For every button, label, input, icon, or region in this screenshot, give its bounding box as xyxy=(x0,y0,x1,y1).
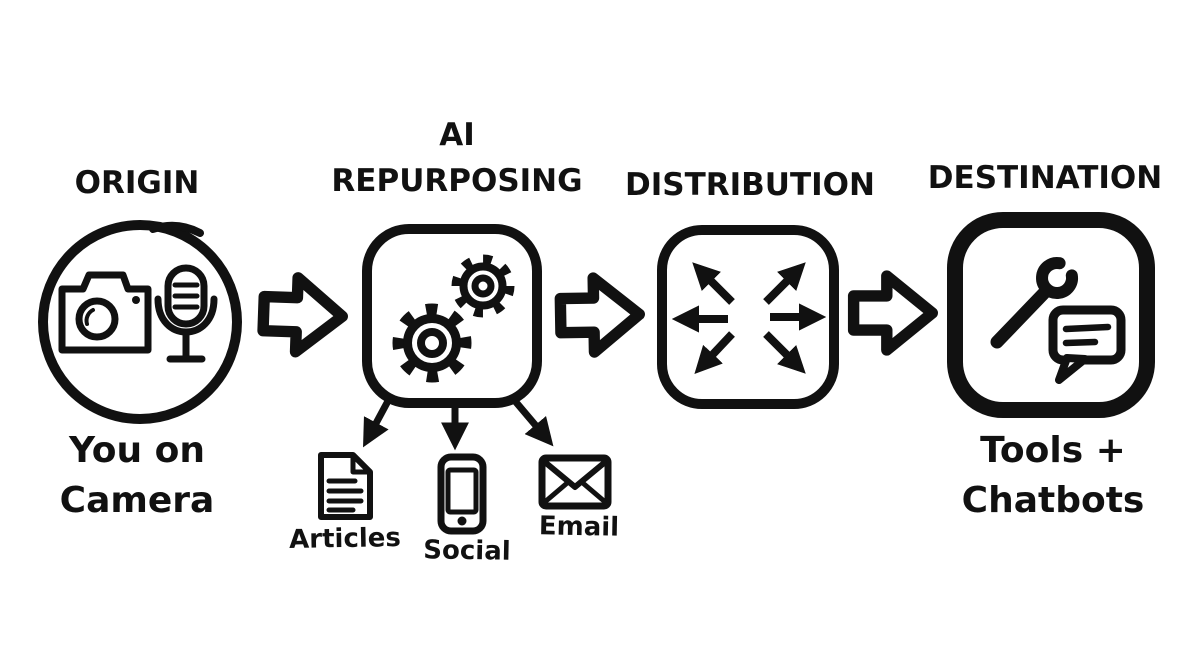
output-arrows xyxy=(363,398,554,451)
block-arrow-right-icon-1 xyxy=(257,272,348,358)
block-arrow-right-icon-3 xyxy=(847,270,939,356)
camera-icon xyxy=(58,271,152,354)
microphone-icon xyxy=(154,264,218,363)
destination-caption: Tools + Chatbots xyxy=(962,426,1145,526)
chat-bubble-icon xyxy=(1048,305,1126,384)
email-label: Email xyxy=(538,511,620,543)
small-gear-icon xyxy=(451,254,515,318)
document-icon xyxy=(318,452,373,520)
destination-box xyxy=(947,212,1155,418)
repurposing-heading: AI REPURPOSING xyxy=(331,112,582,204)
origin-circle xyxy=(38,220,242,424)
articles-label: Articles xyxy=(288,523,402,555)
destination-heading: DESTINATION xyxy=(927,160,1163,196)
repurposing-heading-line2: REPURPOSING xyxy=(331,163,583,199)
radiating-arrows-icon xyxy=(671,262,827,374)
down-left-arrow-icon xyxy=(363,399,392,448)
large-gear-icon xyxy=(392,303,472,383)
distribution-heading: DISTRIBUTION xyxy=(625,167,875,203)
origin-caption-line2: Camera xyxy=(59,480,215,521)
wrench-icon xyxy=(990,257,1078,349)
repurposing-box xyxy=(362,224,542,408)
repurposing-heading-line1: AI xyxy=(439,117,475,153)
gears-icon xyxy=(392,254,515,383)
social-label: Social xyxy=(423,535,511,567)
down-right-arrow-icon xyxy=(512,398,554,447)
distribution-box xyxy=(657,225,839,409)
destination-caption-line2: Chatbots xyxy=(961,480,1145,521)
smartphone-icon xyxy=(437,453,487,535)
envelope-icon xyxy=(538,454,612,510)
origin-caption: You on Camera xyxy=(60,426,215,526)
origin-heading: ORIGIN xyxy=(74,165,200,201)
block-arrow-right-icon-2 xyxy=(554,272,646,358)
origin-caption-line1: You on xyxy=(68,430,206,471)
destination-caption-line1: Tools + xyxy=(980,430,1126,471)
